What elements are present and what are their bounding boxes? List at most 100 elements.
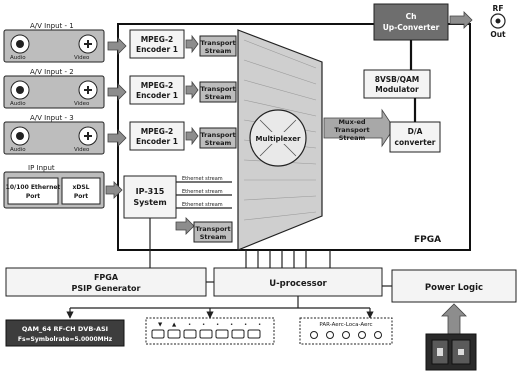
xdsl-port-label-1: xDSL [73,184,90,191]
xdsl-port [61,177,101,205]
label-line: Stream [205,47,232,55]
av-input-2: A/V Input - 2 Audio Video [3,68,105,109]
encoder-line2: Encoder 1 [136,137,178,146]
ip-315-system: IP-315 System [123,175,177,219]
av-input-1: A/V Input - 1 Audio Video [3,22,105,63]
led-icon [326,331,334,339]
keypad-button [231,329,245,339]
encoder-line1: MPEG-2 [141,81,174,90]
label-line: Transport [334,126,369,134]
transport-stream-label-2: Transport Stream [199,81,237,103]
da-converter: D/A converter [389,121,441,153]
keypad-label: • [230,322,233,328]
keypad-button [199,329,213,339]
mpeg2-encoder-3: MPEG-2 Encoder 1 [129,121,185,151]
u-processor: U-processor [213,267,383,297]
label-line: Transport [200,39,235,47]
multiplexer: Multiplexer [237,29,323,251]
keypad-label: ▼ [158,322,163,328]
arrow-icon [449,11,473,29]
audio-label: Audio [10,55,26,61]
power-input [425,303,477,371]
keypad-label: • [202,322,205,328]
qam-status-display: QAM_64 RF-CH DVB-ASI Fs=Symbolrate=5.000… [5,319,125,347]
ethernet-streams: Ethernet stream Ethernet stream Ethernet… [176,176,232,209]
keypad-label: • [244,322,247,328]
upconverter-line2: Up-Converter [383,23,440,32]
qam-display-line1: QAM_64 RF-CH DVB-ASI [22,325,108,333]
ip-system-line2: System [133,198,166,207]
peripheral-bus [66,296,374,319]
ethernet-stream-label: Ethernet stream [182,202,223,208]
rf-out-line1: RF [493,4,504,13]
keypad-button [167,329,181,339]
front-keypad: ▼ ▲ • • • • • • [145,317,275,345]
xdsl-port-label-2: Port [74,193,88,200]
led-panel: PAR-Aerc-Loca-Aerc [299,317,393,345]
uprocessor-label: U-processor [269,279,327,289]
psip-line2: PSIP Generator [72,284,141,293]
bus-lines [149,218,392,287]
keypad-label: • [216,322,219,328]
encoder-line1: MPEG-2 [141,35,174,44]
modulator-line2: Modulator [375,85,419,94]
label-line: Stream [339,134,366,142]
da-converter-line2: converter [395,138,436,147]
vsb-qam-modulator: 8VSB/QAM Modulator [363,69,431,99]
ethernet-port [7,177,59,205]
label-line: Stream [200,233,227,241]
modulator-line1: 8VSB/QAM [375,75,420,84]
led-icon [310,331,318,339]
arrow-icon [175,217,195,235]
transport-stream-label-3: Transport Stream [199,127,237,149]
keypad-label: • [258,322,261,328]
ip-input: IP Input 10/100 Ethernet Port xDSL Port [3,164,105,209]
encoder-line1: MPEG-2 [141,127,174,136]
mpeg2-encoder-2: MPEG-2 Encoder 1 [129,75,185,105]
arrow-icon [105,181,123,199]
psip-line1: FPGA [94,273,119,282]
label-line: Stream [205,139,232,147]
label-line: Transport [200,131,235,139]
mpeg2-encoder-1: MPEG-2 Encoder 1 [129,29,185,59]
multiplexer-label: Multiplexer [256,135,302,143]
led-icon [342,331,350,339]
rf-out-line2: Out [490,30,506,39]
led-panel-label: PAR-Aerc-Loca-Aerc [319,322,372,328]
arrow-icon [185,34,199,54]
arrow-icon [107,83,127,101]
keypad-label: ▲ [172,322,177,328]
label-line: Stream [205,93,232,101]
qam-display-line2: Fs=Symbolrate=5.0000MHz [18,336,113,343]
rf-out: RF Out [490,4,506,39]
av-input-1-title: A/V Input - 1 [30,22,74,30]
ethernet-stream-label: Ethernet stream [182,176,223,182]
arrow-icon [185,126,199,146]
led-icon [358,331,366,339]
muxed-transport-stream: Mux-ed Transport Stream [323,108,395,148]
ethernet-stream-label: Ethernet stream [182,189,223,195]
led-icon [374,331,382,339]
transport-stream-label-1: Transport Stream [199,35,237,57]
label-line: Mux-ed [338,118,365,126]
keypad-button [183,329,197,339]
da-converter-line1: D/A [408,127,423,136]
arrow-icon [107,129,127,147]
audio-label: Audio [10,147,26,153]
arrow-icon [107,37,127,55]
av-input-2-title: A/V Input - 2 [30,68,74,76]
upconverter-line1: Ch [406,12,417,21]
av-input-3-title: A/V Input - 3 [30,114,74,122]
encoder-line2: Encoder 1 [136,45,178,54]
audio-label: Audio [10,101,26,107]
encoder-line2: Encoder 1 [136,91,178,100]
psip-generator: FPGA PSIP Generator [5,267,207,297]
ip-system-line1: IP-315 [136,187,165,196]
av-input-3: A/V Input - 3 Audio Video [3,114,105,155]
keypad-button [215,329,229,339]
ch-upconverter: Ch Up-Converter [373,3,449,41]
arrow-up-icon [441,303,467,335]
arrow-icon [185,80,199,100]
